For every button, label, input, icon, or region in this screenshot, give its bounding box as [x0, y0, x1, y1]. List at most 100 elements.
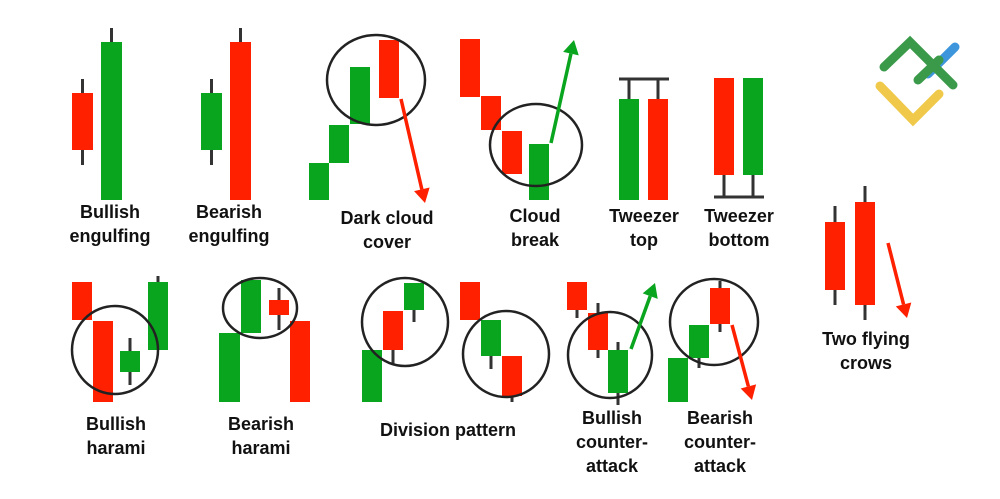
label-line: Two flying — [822, 329, 910, 349]
pattern-bullish-counter-attack — [566, 282, 658, 405]
highlight-circle — [488, 102, 584, 188]
pattern-label-two-flying-crows: Two flying crows — [822, 327, 910, 375]
bearish-candle — [825, 206, 845, 305]
bearish-candle — [648, 79, 668, 200]
bullish-candle — [329, 125, 349, 163]
label-line: engulfing — [69, 226, 151, 246]
label-line: Dark cloud — [340, 208, 434, 228]
down-arrow-icon — [886, 242, 912, 318]
candle-body — [72, 282, 92, 320]
bearish-candle — [290, 321, 310, 402]
bullish-candle — [309, 163, 329, 200]
candle-body — [502, 356, 522, 396]
candle-body — [689, 325, 709, 358]
bullish-candle — [201, 79, 222, 165]
pattern-bearish-counter-attack — [668, 277, 760, 402]
candle-body — [383, 311, 403, 350]
highlight-circle — [566, 310, 654, 400]
candle-body — [362, 350, 382, 402]
highlight-circle — [360, 276, 450, 368]
bullish-candle — [404, 283, 424, 322]
bullish-candle — [241, 280, 261, 333]
candle-body — [502, 131, 522, 174]
label-line: counter- — [684, 432, 756, 452]
label-line: Bullish — [85, 414, 147, 434]
label-line: harami — [231, 438, 291, 458]
candle-body — [350, 67, 370, 124]
label-line: cover — [362, 232, 412, 252]
bearish-candle — [383, 311, 403, 365]
down-arrow-icon — [399, 98, 430, 203]
candle-body — [855, 202, 875, 305]
pattern-cloud-break — [460, 39, 584, 200]
bearish-candle — [72, 282, 92, 320]
pattern-dark-cloud-cover — [309, 33, 430, 203]
pattern-label-bullish-engulfing: Bullish engulfing — [70, 200, 151, 248]
bullish-candle — [120, 338, 140, 385]
pattern-tweezer-top — [619, 77, 669, 200]
label-line: Bullish — [79, 202, 141, 222]
pattern-label-division-pattern: Division pattern — [380, 418, 516, 442]
label-line: harami — [86, 438, 146, 458]
label-line: Tweezer — [704, 206, 774, 226]
candle-body — [481, 96, 501, 130]
up-arrow-icon — [549, 40, 579, 144]
pattern-tweezer-bottom — [714, 78, 764, 199]
candle-body — [329, 125, 349, 163]
candle-body — [825, 222, 845, 290]
label-line: crows — [839, 353, 893, 373]
candle-body — [93, 321, 113, 402]
candle-body — [743, 78, 763, 175]
candle-body — [219, 333, 240, 402]
label-line: bottom — [708, 230, 770, 250]
bearish-candle — [93, 321, 113, 402]
pattern-bullish-engulfing — [72, 28, 122, 200]
brand-logo-icon — [875, 35, 960, 127]
label-line: counter- — [576, 432, 648, 452]
bullish-candle — [743, 78, 763, 197]
pattern-bearish-harami — [219, 276, 310, 402]
bullish-candle — [529, 144, 549, 200]
bullish-candle — [219, 333, 240, 402]
candle-body — [269, 300, 289, 315]
bearish-candle — [502, 131, 522, 174]
candle-body — [481, 320, 501, 356]
candle-body — [101, 42, 122, 200]
highlight-circle — [325, 33, 427, 127]
label-line: Bearish — [686, 408, 754, 428]
candle-body — [460, 282, 480, 320]
candle-body — [710, 288, 730, 324]
pattern-two-flying-crows — [825, 186, 912, 320]
bearish-candle — [710, 281, 730, 332]
pattern-bearish-engulfing — [201, 28, 251, 200]
candle-body — [567, 282, 587, 310]
bullish-candle — [608, 342, 628, 405]
pattern-division-pattern — [360, 276, 551, 402]
bearish-candle — [567, 282, 587, 318]
candle-body — [714, 78, 734, 175]
bullish-candle — [350, 67, 370, 124]
bearish-candle — [460, 282, 480, 320]
highlight-circle — [221, 276, 299, 340]
candle-body — [230, 42, 251, 200]
label-line: Tweezer — [609, 206, 679, 226]
pattern-bullish-harami — [70, 276, 168, 402]
pattern-label-tweezer-top: Tweezer top — [609, 204, 679, 252]
candle-body — [120, 351, 140, 372]
bearish-candle — [481, 96, 501, 130]
candle-body — [529, 144, 549, 200]
bearish-candle — [72, 79, 93, 165]
bullish-candle — [101, 28, 122, 200]
highlight-circle — [668, 277, 760, 367]
bearish-candle — [269, 288, 289, 330]
label-line: Cloud — [509, 206, 561, 226]
bearish-candle — [855, 186, 875, 320]
label-line: top — [630, 230, 658, 250]
candle-body — [588, 313, 608, 350]
candle-body — [72, 93, 93, 150]
candle-body — [668, 358, 688, 402]
candle-body — [148, 282, 168, 350]
